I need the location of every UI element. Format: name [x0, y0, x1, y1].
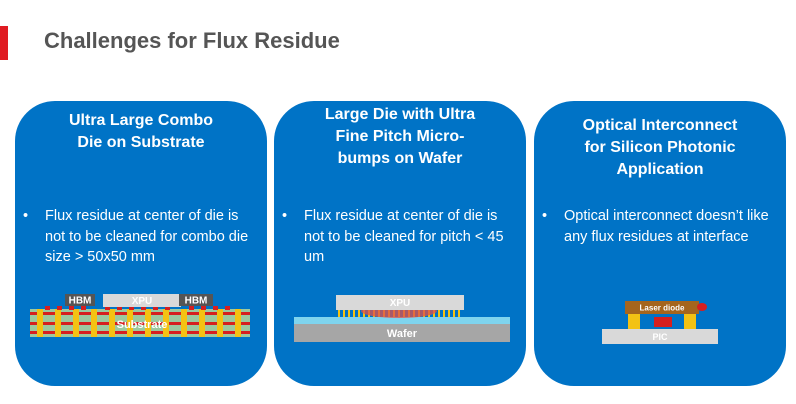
slide-title: Challenges for Flux Residue — [44, 28, 340, 53]
card-heading: Large Die with Ultra Fine Pitch Micro- b… — [286, 104, 514, 170]
bullet-text: Flux residue at center of die is not to … — [45, 208, 249, 265]
card-heading-line: for Silicon Photonic — [584, 139, 736, 156]
xpu-label: XPU — [132, 296, 153, 307]
card-heading-line: Fine Pitch Micro- — [335, 128, 465, 145]
fine-pitch-diagram: Wafer XPU — [294, 295, 510, 342]
laser-output-icon — [697, 303, 707, 311]
card-combo-die: Ultra Large Combo Die on Substrate • Flu… — [15, 101, 267, 386]
bullet-dot: • — [23, 208, 29, 224]
pillar-left — [628, 313, 640, 329]
bullet-dot: • — [282, 208, 288, 224]
bump-row — [45, 306, 230, 310]
card-optical: Optical Interconnect for Silicon Photoni… — [534, 101, 786, 386]
substrate-traces — [30, 312, 250, 334]
card-bullet: • Flux residue at center of die is not t… — [282, 206, 518, 268]
card-bullet: • Flux residue at center of die is not t… — [23, 206, 259, 268]
hbm-left-block — [65, 294, 95, 306]
pillar-right — [684, 313, 696, 329]
xpu-die-label: XPU — [390, 298, 411, 309]
wafer-top-layer — [294, 317, 510, 324]
card-heading-line: Optical Interconnect — [582, 117, 738, 134]
card-heading-line: bumps on Wafer — [337, 150, 463, 167]
laser-diode-block — [625, 301, 699, 314]
flux-blob — [654, 317, 672, 327]
substrate-vias — [37, 309, 241, 337]
card-heading-line: Application — [616, 161, 704, 178]
card-bullet: • Optical interconnect doesn’t like any … — [542, 206, 778, 247]
pic-block — [602, 329, 718, 344]
card-heading-line: Ultra Large Combo — [68, 112, 213, 129]
hbm-right-label: HBM — [185, 296, 208, 307]
card-heading-line: Large Die with Ultra — [324, 106, 476, 123]
xpu-die-block — [336, 295, 464, 310]
optical-diagram: PIC Laser diode — [602, 301, 718, 344]
xpu-block — [103, 294, 181, 307]
card-heading: Optical Interconnect for Silicon Photoni… — [546, 115, 774, 181]
laser-diode-label: Laser diode — [640, 304, 685, 313]
wafer-label: Wafer — [387, 328, 418, 340]
bullet-text: Flux residue at center of die is not to … — [304, 208, 504, 265]
title-accent-bar — [0, 26, 8, 60]
bullet-dot: • — [542, 208, 548, 224]
substrate-label: Substrate — [117, 319, 168, 331]
pic-label: PIC — [652, 332, 668, 342]
hbm-right-block — [179, 294, 213, 306]
card-heading: Ultra Large Combo Die on Substrate — [27, 110, 255, 154]
card-heading-line: Die on Substrate — [77, 134, 205, 151]
wafer-block — [294, 324, 510, 342]
combo-die-diagram: HBM XPU HBM Substrate — [30, 294, 250, 337]
card-fine-pitch: Large Die with Ultra Fine Pitch Micro- b… — [274, 101, 526, 386]
bullet-text: Optical interconnect doesn’t like any fl… — [564, 208, 769, 245]
hbm-left-label: HBM — [69, 296, 92, 307]
